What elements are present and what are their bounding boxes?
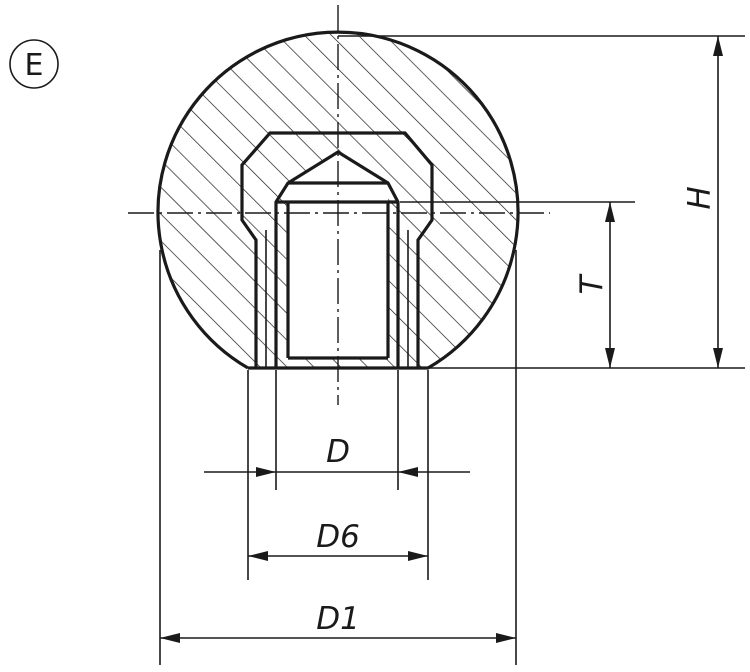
dimension-d6-label: D6 <box>316 519 360 555</box>
dimension-d: D <box>204 434 470 477</box>
dimension-d1-label: D1 <box>316 601 360 637</box>
ball-knob-section <box>156 30 520 370</box>
bore-inner-wall <box>276 181 398 360</box>
dimension-h-label: H <box>682 186 718 209</box>
dimension-d-label: D <box>326 434 350 470</box>
dimension-t-label: T <box>574 273 610 294</box>
view-label-badge: E <box>9 39 59 89</box>
view-label-circle <box>9 39 59 89</box>
dimension-d6: D6 <box>248 519 428 561</box>
hatched-section <box>158 32 518 368</box>
thread-root-lines <box>265 230 409 368</box>
dimension-d1: D1 <box>160 601 516 643</box>
dimension-t: T <box>574 202 615 368</box>
thread-hatch <box>242 133 432 368</box>
view-label-text: E <box>25 48 44 83</box>
dimension-h: H <box>682 36 723 368</box>
extension-lines <box>159 35 745 665</box>
ball-outline <box>156 30 520 370</box>
